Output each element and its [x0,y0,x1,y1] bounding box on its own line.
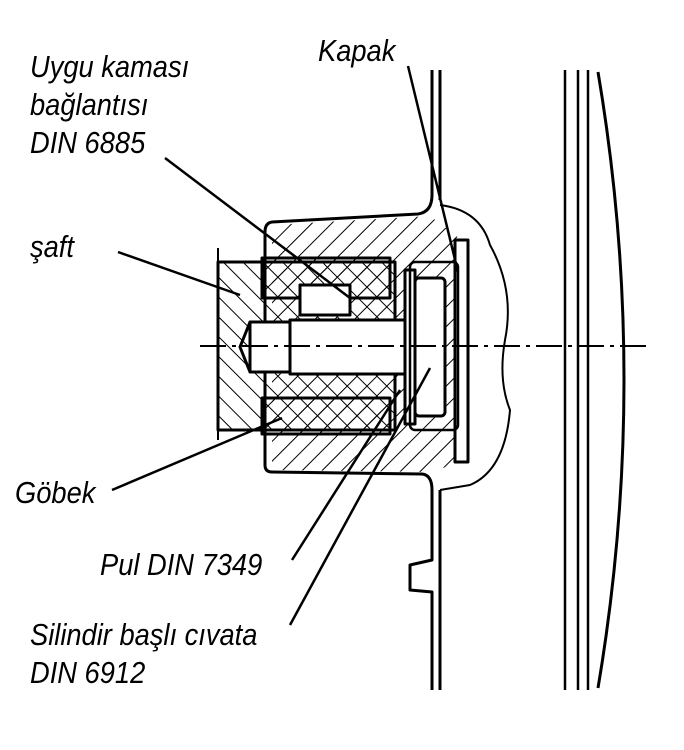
label-feather-key-line3: DIN 6885 [30,125,146,160]
label-screw-line2: DIN 6912 [30,655,146,690]
leader-cover [406,65,460,273]
key-slot [298,283,352,317]
leader-feather-key [164,157,351,299]
label-cover: Kapak [318,33,396,68]
label-washer: Pul DIN 7349 [100,547,263,582]
break-line [439,204,511,491]
label-hub: Göbek [15,475,96,510]
key-bottom [260,396,392,436]
leader-screw [288,367,432,626]
label-feather-key-line2: bağlantısı [30,87,149,122]
drill-tip [238,321,252,373]
leader-washer [290,389,402,561]
wheel-inner-contour [263,70,434,690]
label-shaft: şaft [30,229,74,264]
leader-shaft [117,250,241,297]
wheel-outer-curve [596,71,626,689]
leader-hub [111,416,283,492]
label-screw-line1: Silindir başlı cıvata [30,617,258,652]
label-feather-key-line1: Uygu kaması [30,49,190,84]
